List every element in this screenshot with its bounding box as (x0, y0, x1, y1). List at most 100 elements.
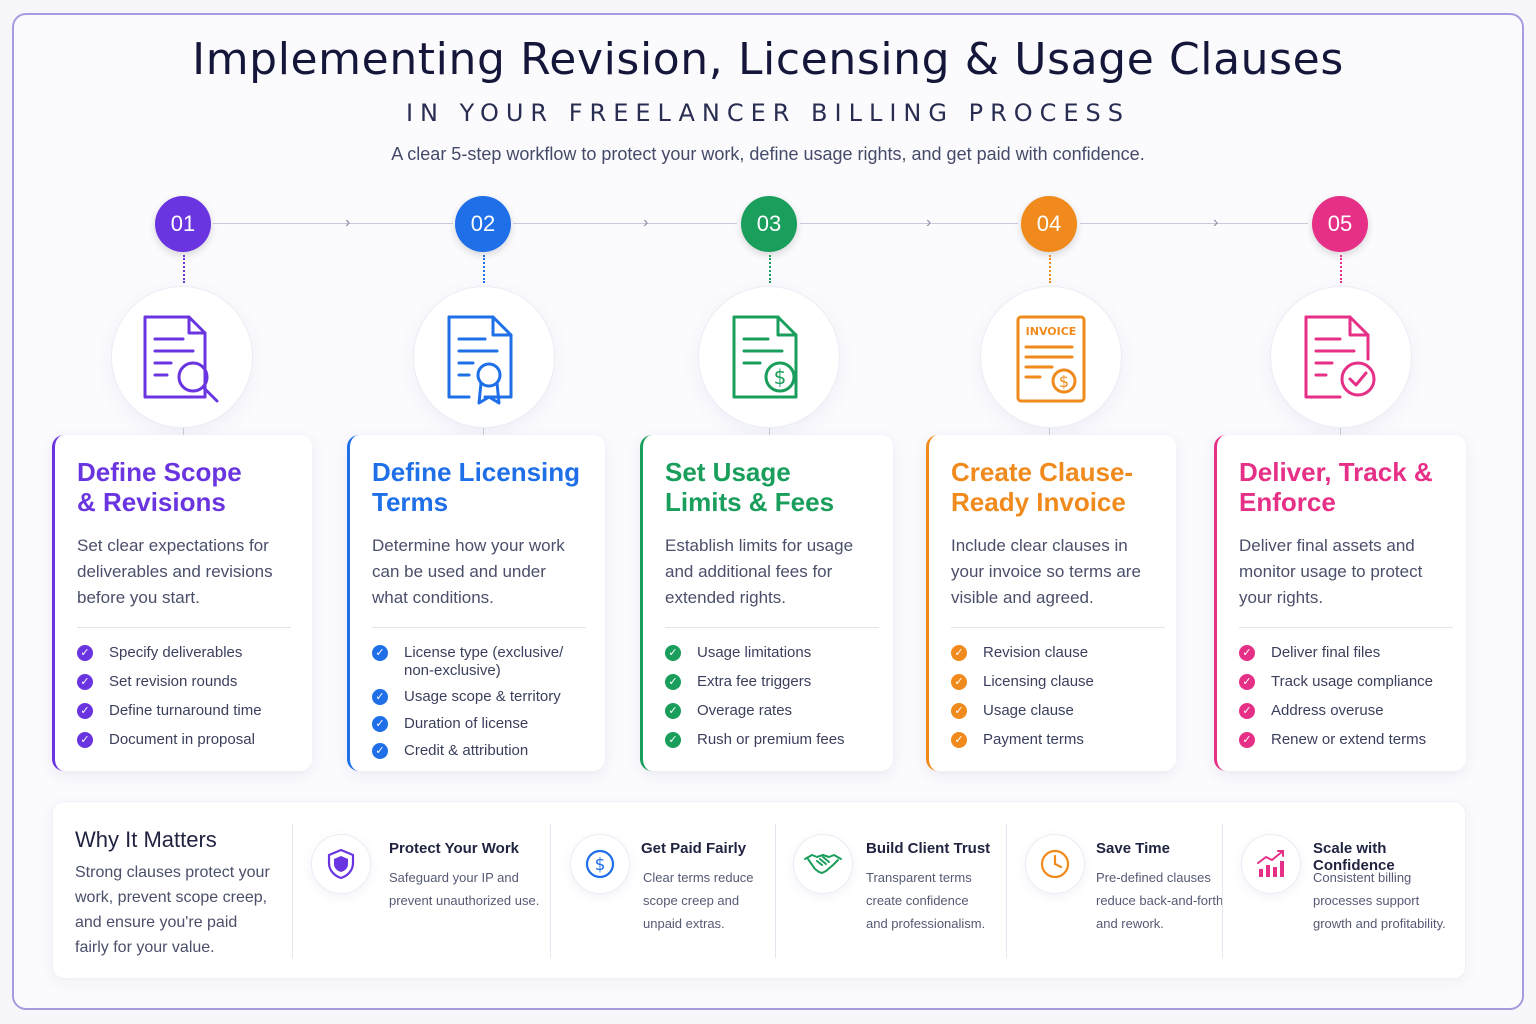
step-connector (1080, 223, 1308, 224)
step-dotted-line (483, 255, 485, 283)
step-card-deliver: Deliver, Track &Enforce Deliver final as… (1214, 435, 1466, 771)
step-card-invoice: Create Clause-Ready Invoice Include clea… (926, 435, 1176, 771)
card-description: Establish limits for usage and additiona… (665, 536, 854, 607)
chevron-right-icon: › (345, 214, 351, 231)
check-icon: ✓ (77, 703, 93, 719)
card-description: Include clear clauses in your invoice so… (951, 536, 1141, 607)
shield-icon (327, 848, 355, 880)
checklist-item: ✓Specify deliverables (77, 644, 292, 662)
step-connector-line (769, 428, 770, 436)
benefit-icon-circle (793, 834, 853, 894)
checklist-item: ✓Extra fee triggers (665, 673, 873, 691)
chevron-right-icon: › (1213, 214, 1219, 231)
checklist-item: ✓Usage clause (951, 702, 1156, 720)
why-title: Why It Matters (75, 827, 217, 852)
document-check-icon (1304, 315, 1376, 399)
benefit-title: Get Paid Fairly (641, 840, 747, 857)
growth-chart-icon (1257, 850, 1284, 877)
checklist-item: ✓Overage rates (665, 702, 873, 720)
card-title: Create Clause-Ready Invoice (951, 457, 1134, 517)
step-dotted-line (183, 255, 185, 283)
checklist-item: ✓Renew or extend terms (1239, 731, 1446, 749)
clock-icon (1040, 849, 1070, 879)
checklist-item: ✓Rush or premium fees (665, 731, 873, 749)
check-icon: ✓ (1239, 674, 1255, 690)
check-icon: ✓ (77, 732, 93, 748)
benefit-icon-circle: $ (570, 834, 630, 894)
svg-text:$: $ (774, 365, 787, 389)
page-tagline: A clear 5-step workflow to protect your … (391, 144, 1145, 164)
check-icon: ✓ (665, 674, 681, 690)
why-text: Strong clauses protect your work, preven… (75, 864, 270, 956)
step-number-badge: 04 (1021, 196, 1077, 252)
step-icon-circle: INVOICE $ (980, 286, 1122, 428)
divider (550, 824, 551, 958)
step-dotted-line (769, 255, 771, 283)
step-number-badge: 03 (741, 196, 797, 252)
step-connector (513, 223, 737, 224)
step-connector (213, 223, 453, 224)
chevron-right-icon: › (926, 214, 932, 231)
check-icon: ✓ (372, 645, 388, 661)
checklist-item: ✓Track usage compliance (1239, 673, 1446, 691)
svg-text:$: $ (595, 855, 606, 875)
check-icon: ✓ (77, 645, 93, 661)
card-description: Deliver final assets and monitor usage t… (1239, 536, 1423, 607)
check-icon: ✓ (372, 743, 388, 759)
check-icon: ✓ (372, 689, 388, 705)
card-description: Determine how your work can be used and … (372, 536, 565, 607)
checklist-item: ✓Set revision rounds (77, 673, 292, 691)
card-title: Deliver, Track &Enforce (1239, 457, 1433, 517)
checklist-item: ✓License type (exclusive/ non-exclusive) (372, 644, 585, 680)
document-certificate-icon (447, 315, 513, 405)
step-connector-line (183, 428, 184, 436)
benefit-icon-circle (1025, 834, 1085, 894)
check-icon: ✓ (665, 703, 681, 719)
card-divider (372, 627, 586, 628)
step-icon-circle (1270, 286, 1412, 428)
chevron-right-icon: › (643, 214, 649, 231)
step-number-badge: 05 (1312, 196, 1368, 252)
checklist-item: ✓Revision clause (951, 644, 1156, 662)
card-title: Define Scope& Revisions (77, 457, 242, 517)
page-subtitle: IN YOUR FREELANCER BILLING PROCESS (405, 99, 1131, 127)
check-icon: ✓ (372, 716, 388, 732)
divider (1222, 824, 1223, 958)
check-icon: ✓ (951, 703, 967, 719)
divider (1006, 824, 1007, 958)
benefit-title: Protect Your Work (389, 840, 520, 857)
step-connector-line (1340, 428, 1341, 436)
document-search-icon (143, 315, 219, 403)
svg-text:INVOICE: INVOICE (1026, 325, 1077, 338)
benefit-title: Scale with Confidence (1313, 840, 1395, 874)
checklist-item: ✓Payment terms (951, 731, 1156, 749)
card-divider (951, 627, 1165, 628)
step-card-define-scope: Define Scope& Revisions Set clear expect… (52, 435, 312, 771)
benefit-title: Build Client Trust (866, 840, 991, 857)
step-number-badge: 02 (455, 196, 511, 252)
checklist-item: ✓Document in proposal (77, 731, 292, 749)
check-icon: ✓ (951, 732, 967, 748)
card-divider (665, 627, 879, 628)
checklist-item: ✓Duration of license (372, 715, 585, 733)
dollar-coin-icon: $ (585, 849, 615, 879)
step-dotted-line (1340, 255, 1342, 283)
step-icon-circle (413, 286, 555, 428)
checklist-item: ✓Usage scope & territory (372, 688, 585, 706)
checklist-item: ✓Usage limitations (665, 644, 873, 662)
checklist-item: ✓Licensing clause (951, 673, 1156, 691)
benefit-icon-circle (1241, 834, 1301, 894)
step-connector (800, 223, 1018, 224)
checklist-item: ✓Address overuse (1239, 702, 1446, 720)
divider (775, 824, 776, 958)
step-icon-circle: $ (698, 286, 840, 428)
check-icon: ✓ (951, 645, 967, 661)
document-dollar-icon: $ (732, 315, 798, 399)
